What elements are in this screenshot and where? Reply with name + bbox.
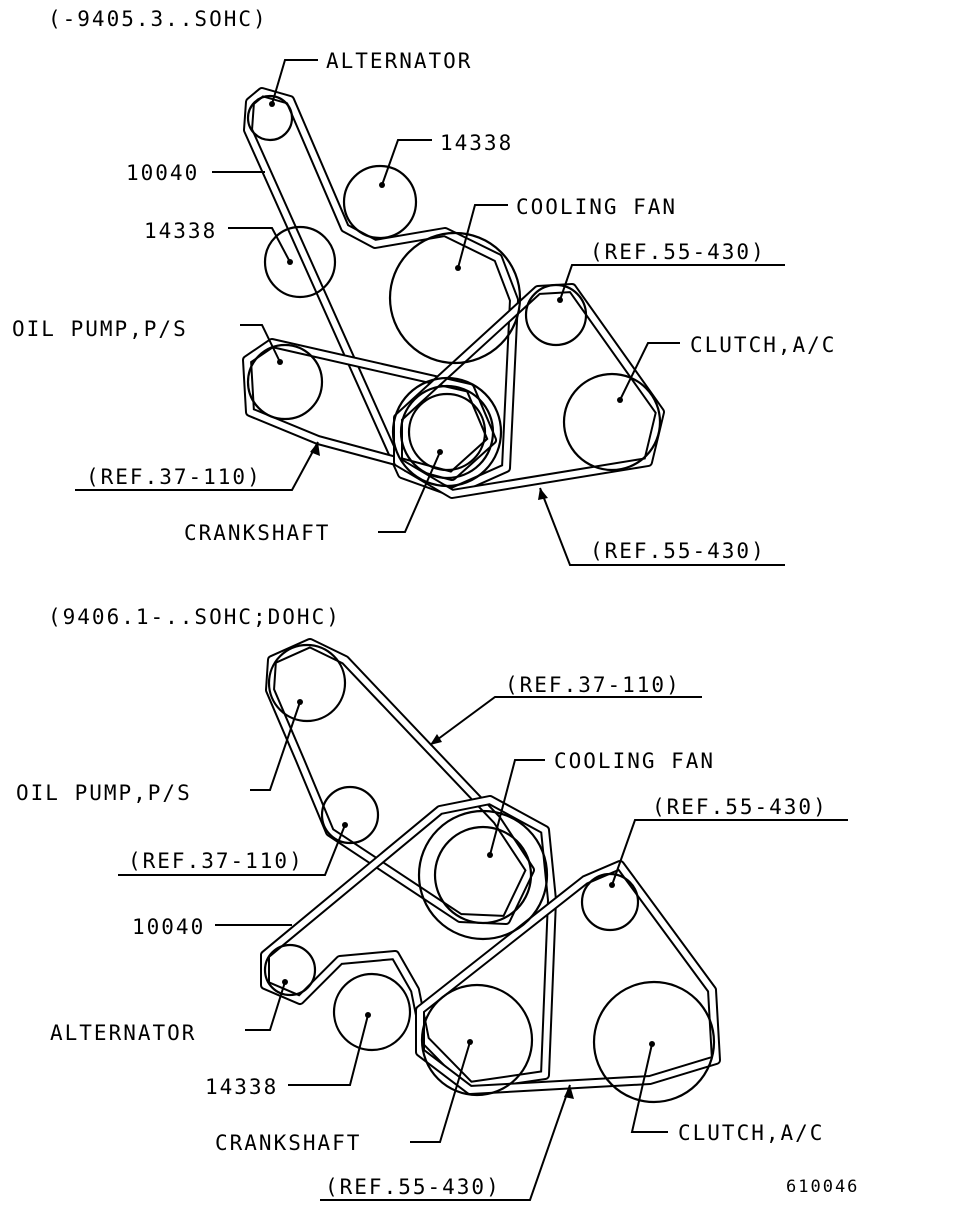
top-label-idler-top: 14338: [440, 131, 513, 155]
bottom-label-ref-55-430-idler: (REF.55-430): [652, 795, 828, 819]
bottom-alternator-pulley: [263, 943, 317, 997]
bottom-label-alternator: ALTERNATOR: [50, 1021, 196, 1045]
top-belt-ref-37-110: [242, 338, 497, 481]
top-label-clutch: CLUTCH,A/C: [690, 333, 836, 357]
top-label-belt-10040: 10040: [126, 161, 199, 185]
bottom-ref-55-430-idler-pulley: [580, 872, 640, 932]
bottom-crankshaft-pulley: [420, 983, 534, 1097]
bottom-idler-pulley: [332, 972, 412, 1052]
top-label-idler-left: 14338: [144, 219, 217, 243]
top-label-oil-pump: OIL PUMP,P/S: [12, 317, 188, 341]
bottom-leaders: [118, 696, 848, 1201]
bottom-oil-pump-pulley: [267, 643, 347, 723]
top-crankshaft-pulley: [407, 392, 487, 472]
top-cooling-fan-pulley: [388, 231, 522, 365]
top-ref-idler-pulley: [524, 283, 588, 347]
bottom-belt-ref-37-110: [265, 638, 535, 925]
bottom-cooling-fan-pulley: [433, 825, 533, 925]
top-label-crankshaft: CRANKSHAFT: [184, 521, 330, 545]
bottom-label-ref-55-430-belt: (REF.55-430): [325, 1175, 501, 1199]
top-idler-left-pulley: [263, 225, 337, 299]
bottom-label-oil-pump: OIL PUMP,P/S: [16, 781, 192, 805]
bottom-belt-ref-55-430: [415, 860, 721, 1095]
bottom-diagram: (9406.1-..SOHC;DOHC): [16, 605, 859, 1201]
top-belt-ref-55-430: [393, 283, 665, 499]
top-label-cooling-fan: COOLING FAN: [516, 195, 677, 219]
top-label-ref-55-430-belt: (REF.55-430): [590, 539, 766, 563]
top-alternator-pulley: [246, 94, 294, 142]
top-label-ref-55-430-idler: (REF.55-430): [590, 240, 766, 264]
bottom-title: (9406.1-..SOHC;DOHC): [48, 605, 341, 629]
top-label-alternator: ALTERNATOR: [326, 49, 472, 73]
bottom-label-clutch: CLUTCH,A/C: [678, 1121, 824, 1145]
bottom-label-cooling-fan: COOLING FAN: [554, 749, 715, 773]
top-label-ref-37-110: (REF.37-110): [86, 465, 262, 489]
bottom-label-idler: 14338: [205, 1075, 278, 1099]
bottom-label-ref-37-110-belt: (REF.37-110): [505, 673, 681, 697]
bottom-label-belt-10040: 10040: [132, 915, 205, 939]
bottom-clutch-pulley: [592, 980, 716, 1104]
figure-id: 610046: [786, 1177, 859, 1197]
top-diagram: (-9405.3..SOHC): [12, 7, 836, 566]
bottom-label-ref-37-110-idler: (REF.37-110): [128, 849, 304, 873]
bottom-label-crankshaft: CRANKSHAFT: [215, 1131, 361, 1155]
bottom-ref-37-110-idler-pulley: [320, 785, 380, 845]
top-belt-10040: [243, 87, 519, 497]
top-title: (-9405.3..SOHC): [48, 7, 268, 31]
top-idler-top-pulley: [342, 164, 418, 240]
top-clutch-pulley: [562, 372, 662, 472]
top-oil-pump-pulley: [246, 343, 324, 421]
top-leaders: [75, 59, 785, 566]
bottom-belt-10040: [260, 795, 557, 1091]
